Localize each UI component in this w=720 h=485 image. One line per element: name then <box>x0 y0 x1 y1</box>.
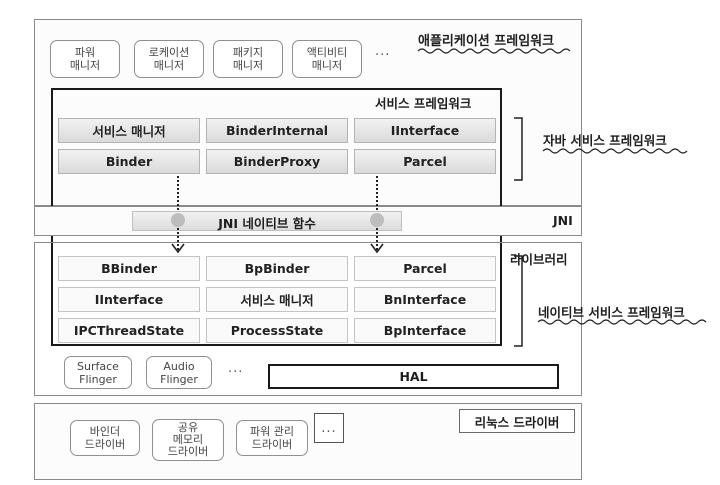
binder-proxy-box: BinderProxy <box>206 149 348 174</box>
activity-manager-box: 액티비티 매니저 <box>292 40 362 78</box>
service-framework-label: 서비스 프레임워크 <box>375 96 472 111</box>
library-label: 라이브러리 <box>510 252 568 267</box>
linux-more-box: ... <box>314 413 344 443</box>
jni-native-function-label: JNI 네이티브 함수 <box>218 216 316 231</box>
jni-native-function-bar <box>132 211 402 231</box>
bninterface-box: BnInterface <box>354 287 496 312</box>
iinterface-java-box: IInterface <box>354 118 496 143</box>
service-manager-java-box: 서비스 매니저 <box>58 118 200 143</box>
location-manager-box: 로케이션 매니저 <box>134 40 204 78</box>
library-layer <box>34 242 582 396</box>
power-manager-box: 파워 매니저 <box>50 40 120 78</box>
package-manager-box: 패키지 매니저 <box>213 40 283 78</box>
audio-flinger-box: Audio Flinger <box>146 356 212 389</box>
ipc-thread-state-box: IPCThreadState <box>58 318 200 343</box>
application-framework-label: 애플리케이션 프레임워크 <box>418 34 555 49</box>
process-state-box: ProcessState <box>206 318 348 343</box>
shared-memory-driver-box: 공유 메모리 드라이버 <box>152 419 224 461</box>
parcel-java-box: Parcel <box>354 149 496 174</box>
bpbinder-box: BpBinder <box>206 256 348 281</box>
jni-connector-left <box>171 213 185 227</box>
binder-box: Binder <box>58 149 200 174</box>
surface-flinger-box: Surface Flinger <box>64 356 132 389</box>
java-service-framework-label: 자바 서비스 프레임워크 <box>543 133 667 148</box>
bpinterface-box: BpInterface <box>354 318 496 343</box>
jni-connector-right <box>370 213 384 227</box>
hal-label: HAL <box>399 369 428 384</box>
bbinder-box: BBinder <box>58 256 200 281</box>
app-more-ellipsis: ... <box>375 44 391 59</box>
linux-driver-title-box: 리눅스 드라이버 <box>459 409 575 433</box>
jni-label: JNI <box>553 213 573 228</box>
binder-internal-box: BinderInternal <box>206 118 348 143</box>
linux-more-ellipsis: ... <box>321 420 337 436</box>
library-more-ellipsis: ... <box>228 361 244 376</box>
linux-driver-label: 리눅스 드라이버 <box>474 414 560 430</box>
parcel-native-box: Parcel <box>354 256 496 281</box>
power-management-driver-box: 파워 관리 드라이버 <box>236 420 308 456</box>
hal-box: HAL <box>268 364 559 389</box>
binder-driver-box: 바인더 드라이버 <box>70 420 140 456</box>
service-manager-native-box: 서비스 매니저 <box>206 287 348 312</box>
native-service-framework-label: 네이티브 서비스 프레임워크 <box>538 305 685 320</box>
iinterface-native-box: IInterface <box>58 287 200 312</box>
